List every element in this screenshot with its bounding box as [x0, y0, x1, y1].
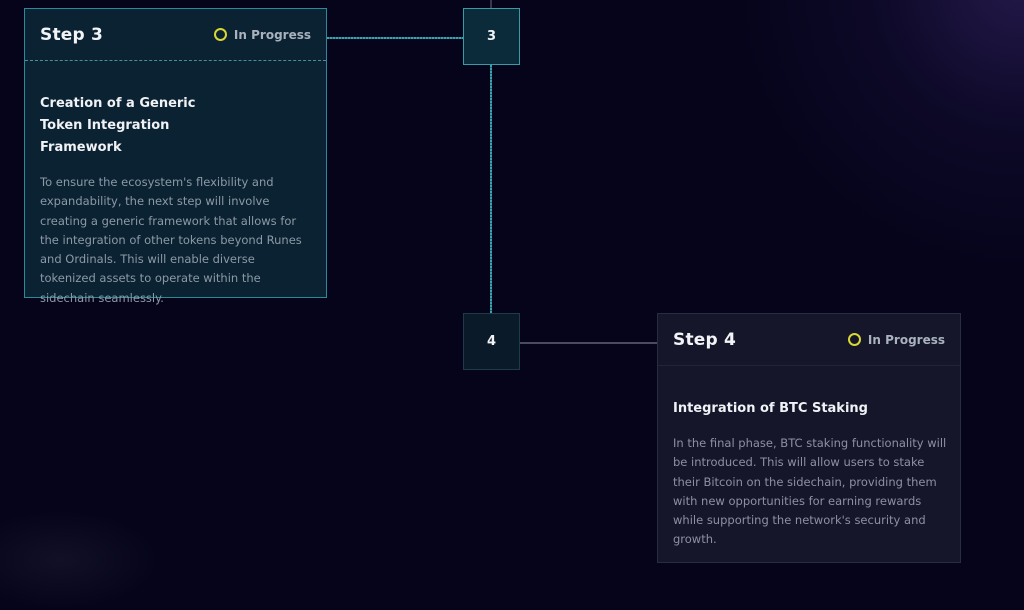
step-3-number: 3 [486, 29, 497, 44]
timeline-connector-top [490, 0, 492, 8]
step-3-node[interactable]: 3 [463, 8, 520, 65]
step-4-description: In the final phase, BTC staking function… [673, 436, 947, 547]
step-4-card-header: Step 4 In Progress [658, 314, 960, 366]
step-3-heading: Creation of a Generic Token Integration … [40, 96, 196, 155]
step-4-connector [520, 342, 657, 344]
timeline-connector-vertical [490, 65, 492, 313]
step-4-status-label: In Progress [867, 332, 945, 347]
ring-icon [213, 28, 227, 41]
background-glow-bottom [0, 510, 160, 610]
background-glow [724, 0, 1024, 280]
step-4-node[interactable]: 4 [463, 313, 520, 370]
step-3-card-header: Step 3 In Progress [25, 9, 326, 61]
ring-icon [847, 333, 861, 346]
step-4-card-body: Integration of BTC Staking In the final … [658, 366, 960, 550]
step-4-number: 4 [486, 334, 497, 349]
step-3-description: To ensure the ecosystem's flexibility an… [40, 175, 302, 305]
step-4-title: Step 4 [673, 329, 737, 350]
step-4-status-badge: In Progress [847, 332, 945, 347]
step-4-heading: Integration of BTC Staking [673, 401, 868, 416]
step-3-card: Step 3 In Progress Creation of a Generic… [24, 8, 327, 305]
step-4-card: Step 4 In Progress Integration of BTC St… [657, 313, 961, 563]
step-3-connector [327, 37, 463, 39]
step-3-card-body: Creation of a Generic Token Integration … [25, 61, 326, 308]
step-3-status-label: In Progress [233, 27, 311, 42]
step-3-status-badge: In Progress [213, 27, 311, 42]
step-3-title: Step 3 [40, 24, 104, 45]
